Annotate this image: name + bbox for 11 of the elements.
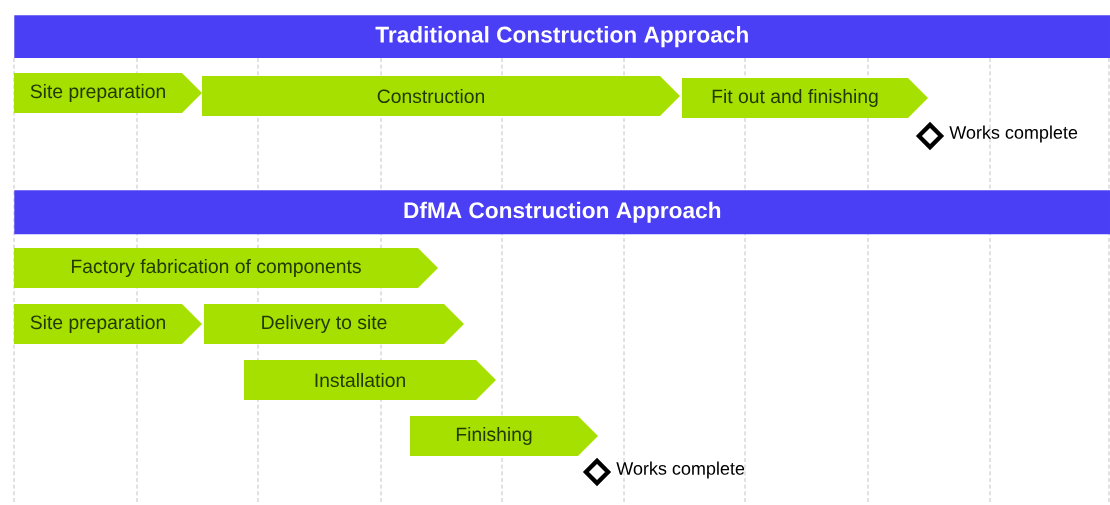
gantt-bar: Fit out and finishing bbox=[682, 78, 928, 118]
section-band: Traditional Construction Approach bbox=[14, 15, 1110, 58]
gantt-bar: Finishing bbox=[410, 416, 598, 456]
gantt-bar: Delivery to site bbox=[204, 304, 464, 344]
section-band: DfMA Construction Approach bbox=[14, 190, 1110, 235]
gantt-bar: Installation bbox=[244, 360, 496, 400]
milestone-label: Works complete bbox=[616, 461, 745, 479]
milestone-label: Works complete bbox=[949, 125, 1078, 143]
gantt-bar: Site preparation bbox=[14, 73, 202, 113]
gantt-bar: Factory fabrication of components bbox=[14, 248, 438, 288]
gantt-bar: Site preparation bbox=[14, 304, 202, 344]
